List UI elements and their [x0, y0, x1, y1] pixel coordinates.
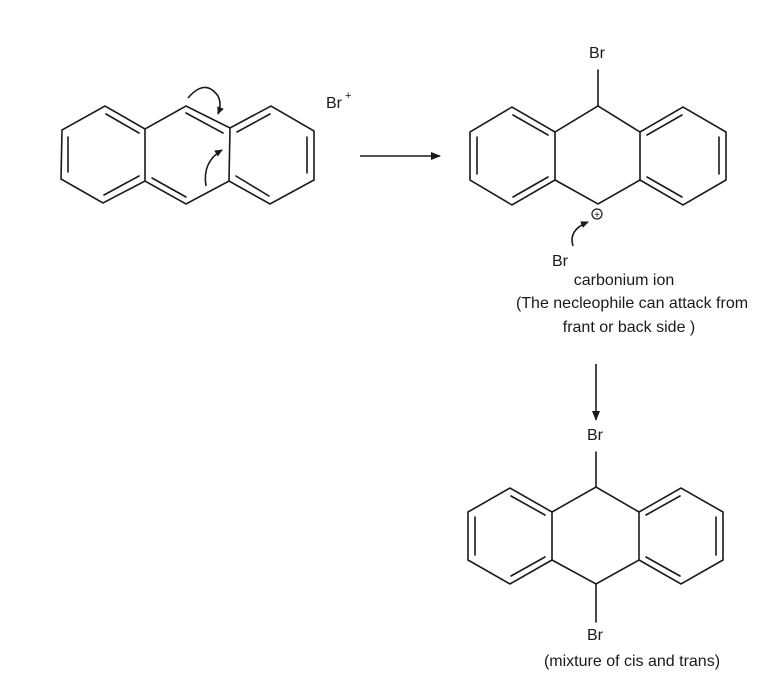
product-top-br: Br	[587, 427, 604, 444]
nucleophile-curly-arrow	[571, 221, 589, 247]
curly-arrow-middle	[204, 149, 223, 187]
reagent-br-label: Br	[326, 95, 343, 112]
product-caption: (mixture of cis and trans)	[544, 653, 720, 670]
carbocation-charge-circle	[591, 208, 603, 220]
reagent-charge: +	[345, 90, 351, 102]
carbocation-charge-symbol: +	[594, 210, 600, 221]
nucleophile-br: Br	[552, 253, 569, 270]
caption-attack-line2: frant or back side )	[563, 319, 696, 336]
anthracene-molecule	[60, 105, 315, 205]
caption-carbonium-ion: carbonium ion	[574, 272, 675, 289]
caption-attack-line1: (The necleophile can attack from	[516, 295, 748, 312]
intermediate-top-br: Br	[589, 45, 606, 62]
carbonium-ion-molecule	[469, 69, 727, 206]
curly-arrow-top	[187, 86, 224, 115]
product-bottom-br: Br	[587, 627, 604, 644]
dibromo-product-molecule	[467, 451, 724, 623]
